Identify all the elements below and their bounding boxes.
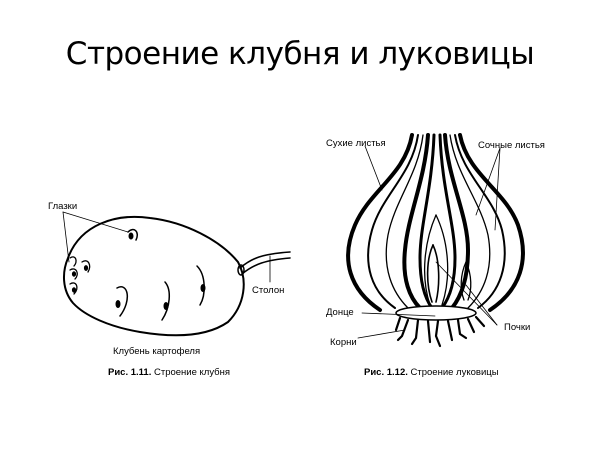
label-juicy-leaves: Сочные листья xyxy=(478,140,545,151)
potato-tuber-drawing xyxy=(62,211,291,337)
tuber-caption-number: Рис. 1.11. xyxy=(108,367,152,378)
tuber-caption-text: Строение клубня xyxy=(153,367,231,378)
bulb-caption: Рис. 1.12. Строение луковицы xyxy=(364,367,499,378)
tuber-caption: Рис. 1.11. Строение клубня xyxy=(108,367,230,378)
label-dry-leaves: Сухие листья xyxy=(326,138,386,149)
bulb-caption-number: Рис. 1.12. xyxy=(364,367,408,378)
slide-title: Строение клубня и луковицы xyxy=(65,36,535,72)
label-buds: Почки xyxy=(504,322,531,333)
onion-bulb-drawing xyxy=(346,133,525,348)
label-basal-plate: Донце xyxy=(326,307,354,318)
label-stolon: Столон xyxy=(252,285,285,296)
tuber-subtitle: Клубень картофеля xyxy=(113,346,201,357)
bulb-caption-text: Строение луковицы xyxy=(410,367,499,378)
label-eyes: Глазки xyxy=(48,201,78,212)
label-roots: Корни xyxy=(330,337,357,348)
